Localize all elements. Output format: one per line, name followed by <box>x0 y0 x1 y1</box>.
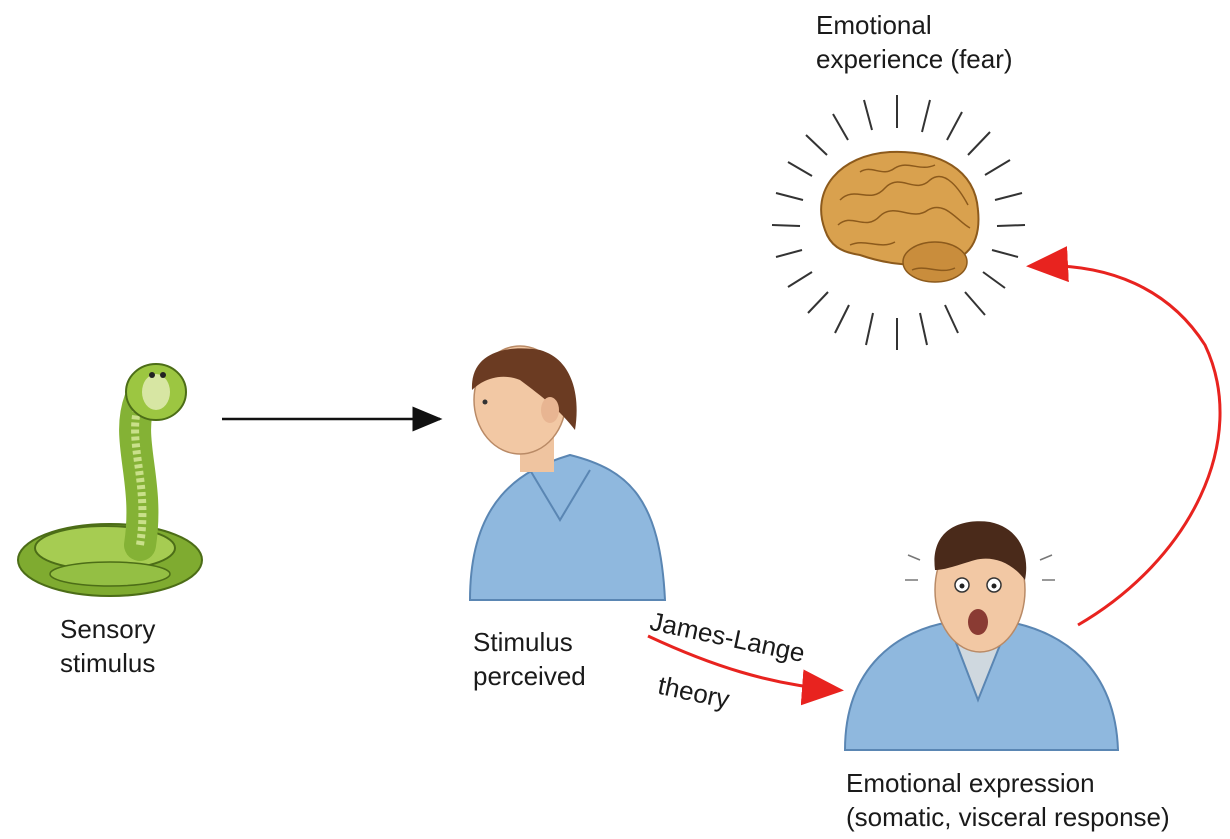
experience-label-line2: experience (fear) <box>816 42 1013 76</box>
frightened-man-icon <box>845 521 1118 750</box>
man-profile-icon <box>470 346 665 600</box>
expression-label-line1: Emotional expression <box>846 766 1170 800</box>
expression-label-line2: (somatic, visceral response) <box>846 800 1170 834</box>
stimulus-perceived-label: Stimulus perceived <box>473 625 586 693</box>
sensory-label-line1: Sensory <box>60 612 155 646</box>
sensory-label-line2: stimulus <box>60 646 155 680</box>
emotional-expression-label: Emotional expression (somatic, visceral … <box>846 766 1170 834</box>
experience-label-line1: Emotional <box>816 8 1013 42</box>
feedback-arrow <box>1032 266 1220 625</box>
perceived-label-line2: perceived <box>473 659 586 693</box>
perceived-label-line1: Stimulus <box>473 625 586 659</box>
sensory-stimulus-label: Sensory stimulus <box>60 612 155 680</box>
snake-icon <box>18 364 202 596</box>
emotional-experience-label: Emotional experience (fear) <box>816 8 1013 76</box>
brain-icon <box>772 95 1025 350</box>
